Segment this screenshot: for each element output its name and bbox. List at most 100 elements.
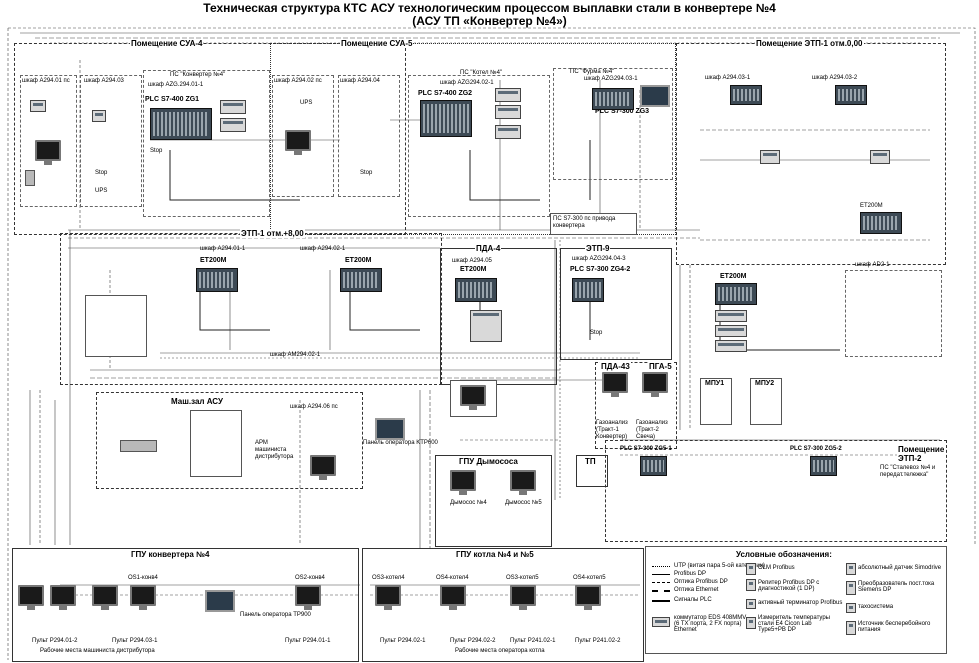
- legend-item-plc: Сигналы PLC: [674, 597, 712, 603]
- rab-mest-mash-label: Рабочие места машиниста дистрибутора: [40, 648, 155, 654]
- monitor-pult-2: [50, 585, 76, 610]
- cabinet-azg294-03-label: шкаф AZG294.03-1: [584, 76, 638, 82]
- plc-zg1-rack[interactable]: [150, 108, 212, 140]
- tp900-panel[interactable]: [205, 590, 235, 612]
- room-gpu-konv4-label: ГПУ конвертера №4: [130, 550, 211, 559]
- cabinet-a294-02-label: шкаф А294.02 пс: [274, 78, 322, 84]
- legend-switch-icon: [652, 617, 670, 627]
- dymosos4-label: Дымосос №4: [450, 500, 487, 506]
- monitor-os3b: [510, 585, 536, 610]
- monitor-os4: [440, 585, 466, 610]
- pult-a241-02-2-label: Пульт Р241.02-2: [575, 638, 621, 644]
- cabinet-a294-03-2-label: шкаф А294.03-2: [812, 75, 858, 81]
- ps-kotel-privod-label: ПС S7-300 пс привода конвертера: [553, 216, 616, 229]
- ups-module: [30, 100, 46, 112]
- legend-utp-line: [652, 566, 670, 567]
- stand-server[interactable]: [120, 440, 157, 452]
- mpu1-box[interactable]: [700, 378, 732, 425]
- legend-item-temp: Измеритель температуры стали E4 Cicon La…: [758, 615, 830, 633]
- os4-label: OS4-котел4: [436, 575, 469, 581]
- os3b-label: OS3-котел5: [506, 575, 539, 581]
- et200m-rack-right[interactable]: [715, 283, 757, 305]
- z2-3-module[interactable]: [495, 125, 521, 139]
- arm-mash-label: АРМ машиниста дистрибутора: [255, 440, 294, 460]
- ps-kotel4[interactable]: [408, 75, 550, 217]
- cabinet-a294-04[interactable]: [338, 75, 400, 197]
- mpu2-box[interactable]: [750, 378, 782, 425]
- ps-konverter4[interactable]: [143, 70, 270, 217]
- z2-1-module[interactable]: [495, 88, 521, 102]
- et200m-rack-etp1-2[interactable]: [340, 268, 382, 292]
- switch-module: [92, 110, 106, 122]
- et200m-rack-etp1-1[interactable]: [196, 268, 238, 292]
- z1-1-module[interactable]: [220, 100, 246, 114]
- legend-tacho-icon: [846, 603, 856, 613]
- os3-label: OS3-котел4: [372, 575, 405, 581]
- z1-2-module[interactable]: [220, 118, 246, 132]
- ps-furma4[interactable]: [553, 68, 673, 180]
- room-pda4-label: ПДА-4: [475, 244, 502, 253]
- room-gpu-dymososa-label: ГПУ Дымососа: [458, 457, 519, 466]
- cabinet-a294-01[interactable]: [20, 75, 77, 207]
- io-module-right-3: [715, 340, 747, 352]
- legend-item-converter: Преобразователь пост.тока Siemens DP: [858, 581, 935, 593]
- cabinet-a294-03-label: шкаф А294.03: [84, 78, 124, 84]
- monitor-os2: [295, 585, 321, 610]
- legend-encoder-icon: [846, 563, 856, 575]
- room-gpu-kotla: [362, 548, 644, 662]
- ups-label-2: UPS: [300, 100, 313, 106]
- room-tp-label: ТП: [584, 457, 597, 466]
- room-etp9: [560, 248, 672, 360]
- room-sua5: [270, 43, 676, 235]
- et200m-label-1: ET200M: [200, 257, 227, 264]
- room-etp2-label: Помещение ЭТП-2: [897, 445, 945, 463]
- plc-zg6-rack[interactable]: [810, 456, 837, 476]
- cabinet-a294-03[interactable]: [80, 75, 142, 207]
- et200m-rack-1[interactable]: [730, 85, 762, 105]
- plc-zg5-label: PLC S7-300 ZG5-1: [620, 446, 672, 452]
- plc-zg3-rack[interactable]: [592, 88, 634, 110]
- cabinet-a294-01-1-label: шкаф А294.01-1: [200, 246, 246, 252]
- room-sua4: [14, 43, 406, 235]
- legend-title: Условные обозначения:: [736, 550, 832, 559]
- ps-kotel-privod[interactable]: [550, 213, 637, 235]
- server-rack-asu[interactable]: [190, 410, 242, 477]
- operator-monitor-2: [285, 130, 311, 155]
- monitor-pda4: [460, 385, 486, 410]
- monitor-pga5: [642, 372, 668, 397]
- et200m-rack-2[interactable]: [835, 85, 867, 105]
- drive-module-2: [870, 150, 890, 164]
- gaz-analiz1-label: Газоанализ (Тракт-1 Конвертер): [596, 420, 628, 440]
- ps-konverter4-label: ПС "Конвертер №4": [170, 72, 226, 78]
- cabinet-azg294-01-label: шкаф AZG.294.01-1: [148, 82, 204, 88]
- monitor-os3: [375, 585, 401, 610]
- plc-block-small[interactable]: [85, 295, 147, 357]
- z2-2-module[interactable]: [495, 105, 521, 119]
- room-sua4-label: Помещение СУА-4: [130, 39, 204, 48]
- legend-converter-icon: [846, 581, 856, 595]
- mpu2-label: МПУ2: [755, 380, 775, 387]
- cabinet-a294-01-label: шкаф А294.01 пс: [22, 78, 70, 84]
- cabinet-azg294-02-label: шкаф AZG294.02-1: [440, 80, 494, 86]
- plc-zg2-rack[interactable]: [420, 100, 472, 137]
- legend-item-encoder: абсолютный датчик Simodrive: [858, 565, 942, 571]
- room-gpu-konv4: [12, 548, 359, 662]
- cabinet-a294-02[interactable]: [272, 75, 334, 197]
- legend-item-olm: OLM Profibus: [758, 565, 795, 571]
- plc-zg5-rack[interactable]: [640, 456, 667, 476]
- cabinet-a294-04-label: шкаф А294.04: [340, 78, 380, 84]
- operator-panel-furma[interactable]: [640, 85, 670, 107]
- drive-module-1: [760, 150, 780, 164]
- pult-a294-03-label: Пульт Р294.03-1: [112, 638, 158, 644]
- ups-label-1: UPS: [95, 188, 108, 194]
- room-pda43-label: ПДА-43: [600, 362, 631, 371]
- legend: Условные обозначения: UTP (витая пара 5-…: [645, 546, 947, 654]
- plc-zg4-rack[interactable]: [572, 278, 604, 302]
- et200m-rack-pda4[interactable]: [455, 278, 497, 302]
- dymosos5-label: Дымосос №5: [505, 500, 542, 506]
- ktp600-panel[interactable]: [375, 418, 405, 440]
- stop-label-3: Stop: [360, 170, 373, 176]
- legend-olm-icon: [746, 563, 756, 575]
- legend-item-opt-profibus: Оптика Profibus DP: [674, 579, 728, 585]
- et200m-rack-ad2[interactable]: [860, 212, 902, 234]
